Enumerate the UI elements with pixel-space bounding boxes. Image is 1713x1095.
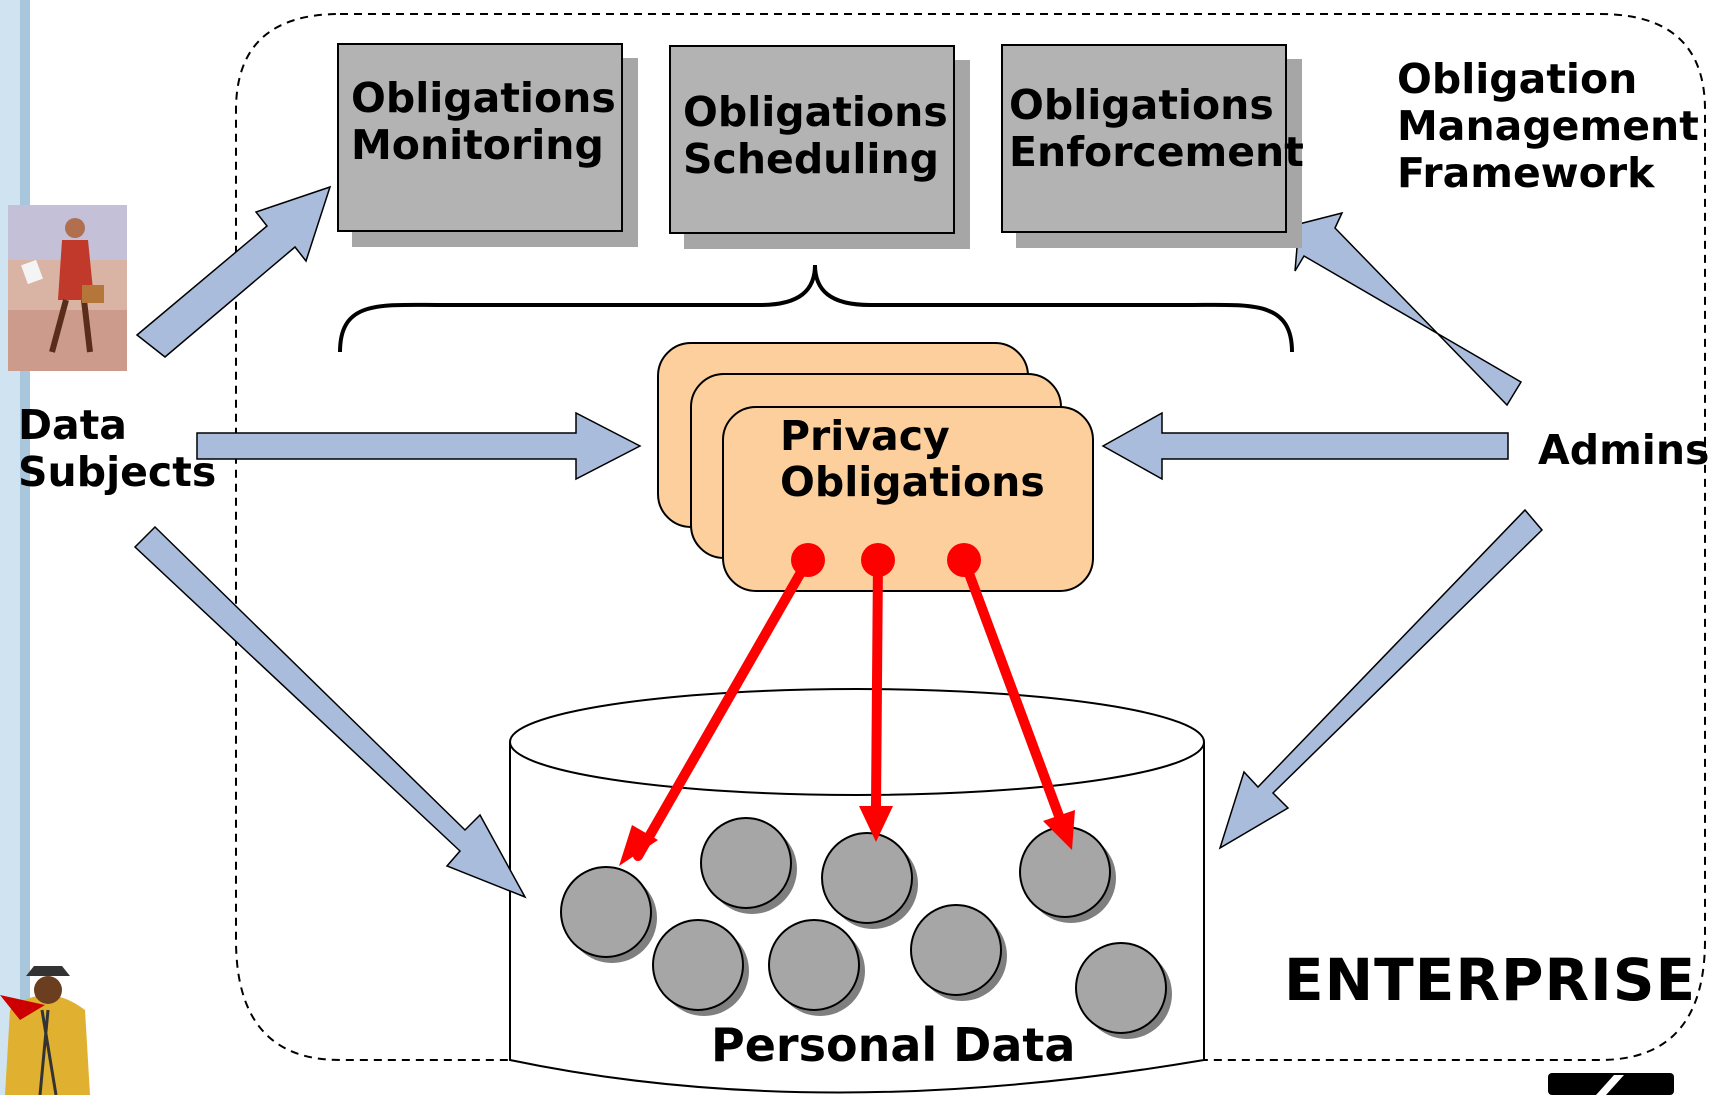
- enterprise-label: ENTERPRISE: [1284, 946, 1697, 1014]
- arrow-data-subjects-to-privacy-obligations: [196, 411, 642, 481]
- left-decorative-bar: [0, 0, 30, 1095]
- arrow-admins-to-privacy-obligations: [1101, 411, 1509, 481]
- data-node: [700, 817, 792, 909]
- curly-brace: [338, 264, 1294, 353]
- admin-figure: [0, 966, 90, 1095]
- arrow-data-subjects-to-personal-data: [133, 525, 527, 899]
- arrow-admins-to-enforcement: [1294, 211, 1523, 407]
- data-node: [560, 866, 652, 958]
- data-node: [652, 919, 744, 1011]
- data-node: [1075, 942, 1167, 1034]
- admins-label: Admins: [1538, 426, 1710, 474]
- personal-data-label: Personal Data: [711, 1018, 1076, 1072]
- enterprise-boundary: [235, 13, 1706, 1061]
- logo-icon: [1548, 1073, 1674, 1095]
- data-nodes: [560, 817, 1172, 1039]
- data-node: [768, 919, 860, 1011]
- arrow-data-subjects-to-monitoring: [135, 185, 332, 358]
- arrow-admins-to-personal-data: [1218, 508, 1544, 850]
- data-node: [821, 832, 913, 924]
- data-node: [1019, 826, 1111, 918]
- data-node: [910, 904, 1002, 996]
- data-subject-figure: [8, 205, 127, 371]
